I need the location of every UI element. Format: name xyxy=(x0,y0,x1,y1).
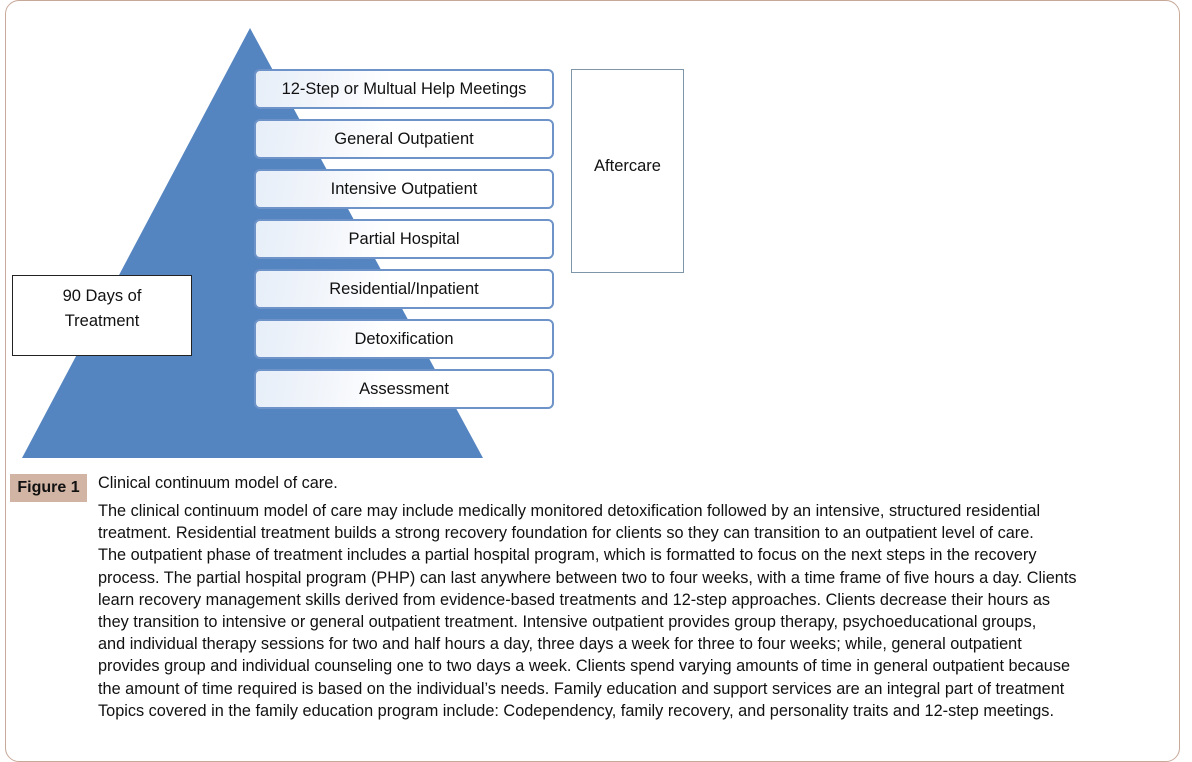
care-level-box: Assessment xyxy=(254,369,554,409)
care-level-box: General Outpatient xyxy=(254,119,554,159)
care-level-box: 12-Step or Multual Help Meetings xyxy=(254,69,554,109)
caption-line: they transition to intensive or general … xyxy=(98,613,1037,632)
caption-title: Clinical continuum model of care. xyxy=(98,474,338,492)
caption-line: and individual therapy sessions for two … xyxy=(98,635,1022,654)
aftercare-box: Aftercare xyxy=(571,69,684,273)
aftercare-label: Aftercare xyxy=(594,157,661,175)
caption-line: Topics covered in the family education p… xyxy=(98,701,1054,720)
care-level-box: Residential/Inpatient xyxy=(254,269,554,309)
caption-line: provides group and individual counseling… xyxy=(98,657,1071,676)
caption-line: the amount of time required is based on … xyxy=(98,679,1065,698)
caption-line: treatment. Residential treatment builds … xyxy=(98,524,1034,543)
treatment-duration-box: 90 Days of Treatment xyxy=(12,275,192,356)
caption-line: process. The partial hospital program (P… xyxy=(98,568,1077,587)
caption-body: The clinical continuum model of care may… xyxy=(98,500,1183,722)
caption-line: learn recovery management skills derived… xyxy=(98,590,1051,609)
care-level-box: Intensive Outpatient xyxy=(254,169,554,209)
figure-label: Figure 1 xyxy=(10,474,87,502)
figure-caption: Clinical continuum model of care. The cl… xyxy=(98,472,1183,722)
days-label-line1: 90 Days of xyxy=(62,287,142,305)
care-level-box: Detoxification xyxy=(254,319,554,359)
care-level-box: Partial Hospital xyxy=(254,219,554,259)
caption-line: The clinical continuum model of care may… xyxy=(98,502,1041,520)
caption-line: The outpatient phase of treatment includ… xyxy=(98,546,1037,565)
days-label-line2: Treatment xyxy=(64,312,140,330)
